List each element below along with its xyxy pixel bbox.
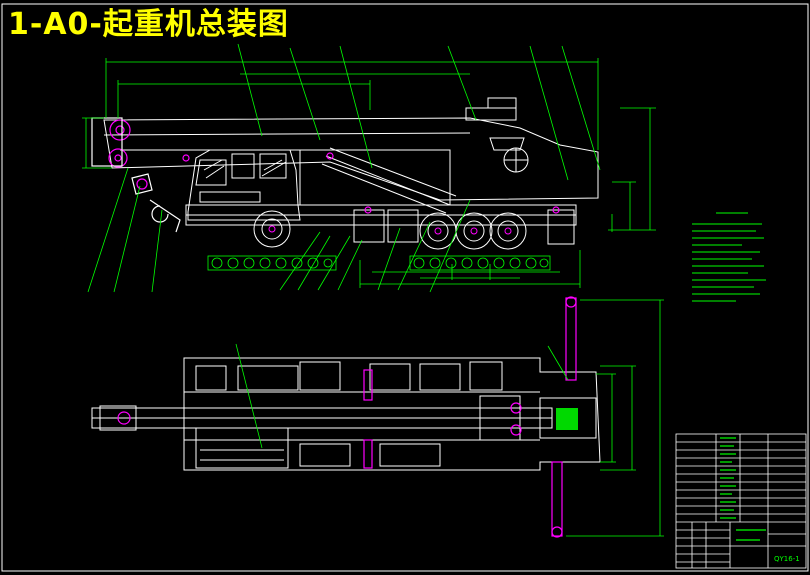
side-view <box>82 43 656 293</box>
outriggers <box>117 296 577 538</box>
cab <box>187 149 301 221</box>
turntable <box>489 137 529 173</box>
drawing-border <box>1 3 809 572</box>
ground-hatch <box>207 255 551 271</box>
title-block <box>675 433 807 569</box>
dimension-lines <box>82 43 656 293</box>
luffing-cylinder <box>321 147 457 214</box>
slewing-ring <box>556 408 578 430</box>
drawing-number: QY16-1 <box>774 555 800 563</box>
plan-dimensions <box>235 299 664 537</box>
boom-head <box>91 117 560 233</box>
technical-notes <box>692 212 766 302</box>
boom <box>103 97 599 201</box>
wheels <box>253 210 527 250</box>
title-block-entries <box>720 437 766 541</box>
plan-view <box>91 357 601 471</box>
chassis-frame <box>185 149 577 245</box>
drawing-title: 1-A0-起重机总装图 <box>8 7 289 42</box>
